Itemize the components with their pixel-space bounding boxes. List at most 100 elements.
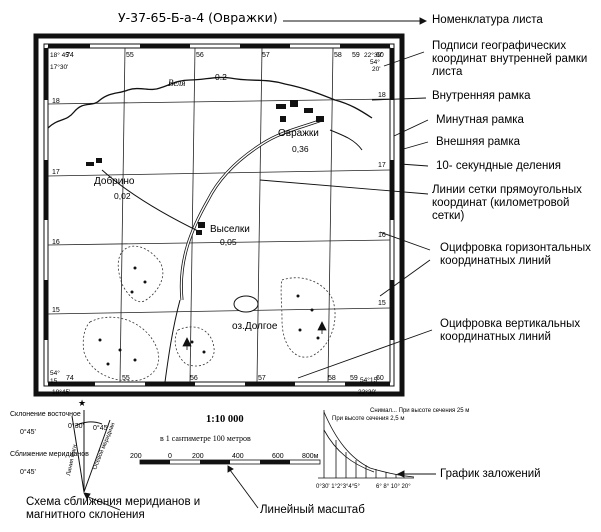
tree-icon	[182, 337, 192, 350]
place-name: оз.Долгое	[232, 321, 278, 332]
grid-label: 55	[122, 375, 130, 382]
coord-label: 15	[50, 378, 58, 385]
grid-label: 15	[378, 300, 386, 307]
legend-merid-scheme: Схема сближения меридианов и магнитного …	[26, 496, 201, 521]
grid-label: 16	[52, 239, 60, 246]
legend-horiz-digits: Оцифровка горизонтальных координатных ли…	[440, 242, 591, 267]
convergence-label: Сближение меридианов	[10, 450, 89, 458]
grid-digits: 74 55 56 57 58 59 60 18 17 16 15 18 17 1…	[52, 52, 386, 382]
scale-tick: 200	[130, 453, 142, 460]
coord-label: 22°30'	[364, 51, 382, 59]
bottom-leaders	[83, 465, 436, 511]
forest-area-4	[280, 277, 336, 358]
legend-minute-frame: Минутная рамка	[436, 114, 524, 126]
star-icon: ★	[78, 399, 86, 409]
forest-area-1	[117, 245, 164, 303]
declination-label: Склонение восточное	[10, 411, 81, 418]
grid-label: 56	[196, 52, 204, 59]
grid-label: 17	[52, 169, 60, 176]
grid-label: 59	[352, 52, 360, 59]
forest-symbols	[98, 266, 320, 366]
linear-scale-bar	[139, 459, 321, 465]
grid-label: 59	[350, 375, 358, 382]
legend-vert-digits: Оцифровка вертикальных координатных лини…	[440, 318, 581, 343]
river-depth: 0.2	[215, 72, 227, 82]
grid-label: 56	[190, 375, 198, 382]
outer-frame	[33, 33, 405, 397]
slope-header: Снимал... При высоте сечения 25 м	[370, 408, 469, 414]
grid-label: 57	[262, 52, 270, 59]
grid-label: 15	[52, 307, 60, 314]
slope-ticks: 6° 8° 10° 20°	[376, 484, 411, 490]
scale-tick: 0	[168, 453, 172, 460]
grid-label: 74	[66, 375, 74, 382]
meridian-diagram	[71, 410, 111, 493]
corner-coordinates: 18° 45' 17°30' 22°30' 54° 20' 54° 15 18°…	[50, 51, 382, 396]
km-grid	[47, 47, 391, 383]
place-value: 0,36	[292, 144, 309, 154]
scale-ratio: 1:10 000	[206, 414, 244, 425]
place-name: Овражки	[278, 128, 319, 139]
coord-label: 18°45'	[52, 388, 70, 396]
grid-label: 16	[378, 232, 386, 239]
coord-label: 54°15'	[360, 376, 378, 384]
declination-value: 0°45'	[20, 428, 36, 436]
grid-label: 57	[258, 375, 266, 382]
diagram-angle: 0°45'	[93, 424, 109, 432]
settlement-vyselki	[196, 222, 205, 235]
legend-ten-sec: 10- секундные деления	[436, 160, 561, 172]
forest-area-3	[174, 326, 215, 367]
coord-label: 54°	[370, 58, 380, 66]
scale-ticks: 200 0 200 400 600 800м	[130, 453, 319, 460]
grid-label: 60	[376, 52, 384, 59]
road-south	[164, 299, 181, 383]
sheet-nomenclature: У-37-65-Б-а-4 (Овражки)	[118, 10, 278, 25]
grid-label: 17	[378, 162, 386, 169]
inner-frame	[47, 47, 391, 383]
place-value: 0,05	[220, 237, 237, 247]
grid-label: 58	[334, 52, 342, 59]
road-inner	[180, 119, 323, 301]
legend-slope-graph: График заложений	[440, 468, 541, 480]
leader-lines	[259, 17, 433, 379]
coord-label: 20'	[372, 66, 380, 73]
place-name: Выселки	[210, 224, 250, 235]
grid-label: 18	[52, 98, 60, 105]
lake-dolgoe	[233, 295, 259, 313]
river-vela	[47, 76, 373, 129]
scale-tick: 800м	[302, 453, 319, 460]
track-east	[329, 129, 363, 151]
forest-area-2	[82, 316, 159, 382]
place-value: 0,02	[114, 191, 131, 201]
slope-ticks: 0°30' 1°2°3°4°5°	[316, 484, 361, 490]
settlement-ovrazhki	[276, 100, 324, 122]
scale-tick: 200	[192, 453, 204, 460]
settlement-dobrino	[86, 158, 102, 166]
legend-inner-frame: Внутренняя рамка	[432, 90, 531, 102]
convergence-value: 0°45'	[20, 468, 36, 476]
scale-text: в 1 сантиметре 100 метров	[160, 434, 251, 443]
grid-label: 18	[378, 92, 386, 99]
grid-label: 58	[328, 375, 336, 382]
legend-outer-frame: Внешняя рамка	[436, 136, 521, 148]
grid-label: 60	[376, 375, 384, 382]
slope-header: При высоте сечения 2,5 м	[332, 416, 404, 422]
legend-geo-coords: Подписи географических координат внутрен…	[432, 40, 588, 78]
grid-label: 74	[66, 52, 74, 59]
legend-grid-lines: Линии сетки прямоугольных координат (кил…	[432, 184, 582, 222]
place-name: Добрино	[94, 175, 135, 187]
coord-label: 54°	[50, 369, 60, 377]
track-dobrino	[101, 169, 201, 233]
tree-icon	[317, 321, 327, 334]
grid-label: 55	[126, 52, 134, 59]
river-name: Веля	[168, 78, 185, 88]
legend-linear-scale: Линейный масштаб	[260, 504, 365, 516]
minute-frame-segments	[44, 44, 394, 386]
scale-tick: 400	[232, 453, 244, 460]
coord-label: 17°30'	[50, 63, 68, 71]
coord-label: 18° 45'	[50, 51, 70, 59]
coord-label: 22°30'	[358, 388, 376, 396]
diagram-angle: 0°30'	[68, 422, 84, 430]
minute-frame	[43, 43, 395, 387]
